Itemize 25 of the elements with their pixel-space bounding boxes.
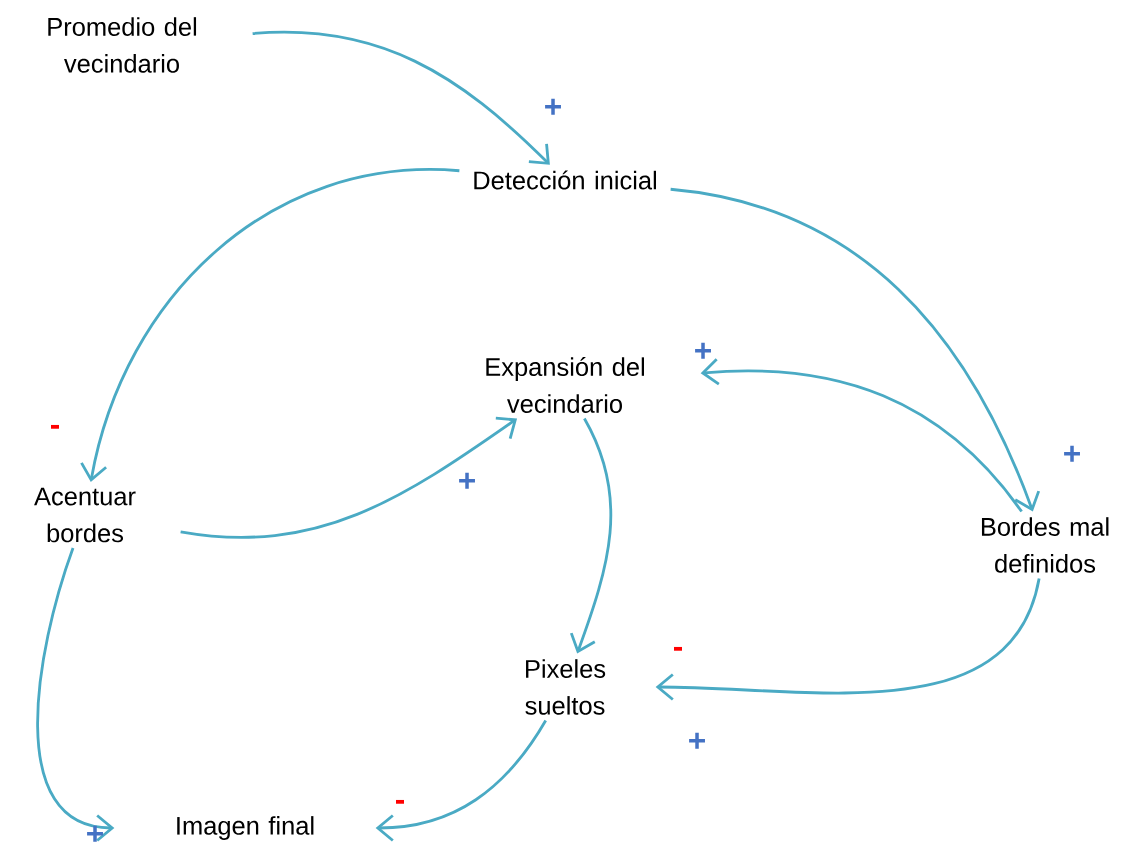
node-label: Pixeles sueltos — [525, 659, 606, 715]
arrow — [569, 417, 613, 654]
polarity-sign: + — [689, 732, 705, 749]
polarity-sign: + — [459, 472, 475, 489]
arrow — [80, 168, 460, 483]
node-label: Detección inicial — [474, 170, 657, 190]
polarity-sign: + — [1064, 445, 1080, 462]
node-label: Bordes mal definidos — [981, 517, 1109, 573]
polarity-sign: - — [674, 646, 682, 651]
polarity-sign: - — [396, 799, 404, 804]
polarity-sign: + — [545, 98, 561, 115]
polarity-sign: - — [51, 424, 59, 429]
arrow — [252, 30, 550, 165]
node-label: Expansión del vecindario — [486, 357, 644, 413]
node-label: Acentuar bordes — [34, 487, 136, 543]
node-label: Promedio del vecindario — [48, 17, 197, 73]
polarity-sign: + — [87, 825, 103, 842]
polarity-sign: + — [695, 342, 711, 359]
arrow — [670, 187, 1041, 512]
arrow — [180, 416, 518, 539]
arrow — [700, 358, 1023, 513]
arrow — [36, 547, 115, 842]
arrow — [655, 578, 1041, 701]
node-label: Imagen final — [177, 816, 314, 840]
arrow — [375, 719, 547, 842]
